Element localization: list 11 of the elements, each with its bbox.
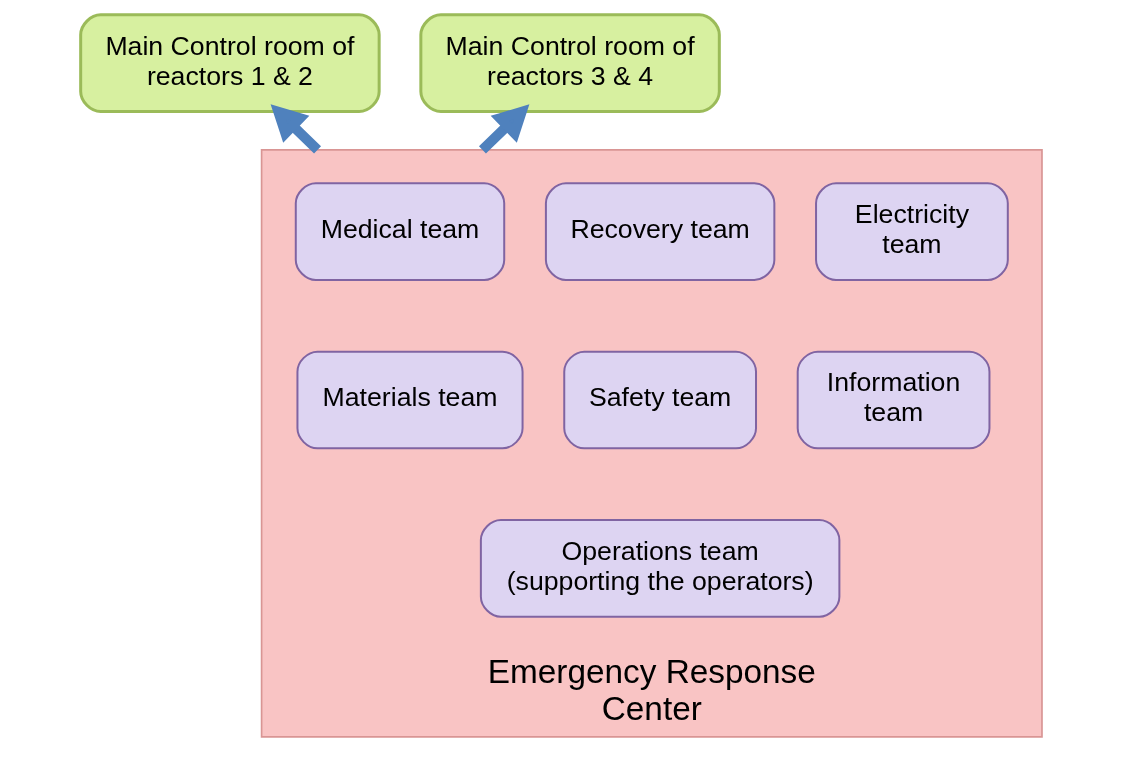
node-box: Medical team <box>294 182 506 281</box>
arrow <box>270 104 322 154</box>
arrow <box>478 104 530 154</box>
node-box: Materials team <box>296 350 524 450</box>
node-box: Electricity team <box>815 182 1009 281</box>
node-box: Main Control room of reactors 1 & 2 <box>79 13 381 114</box>
node-box: Information team <box>796 350 991 450</box>
node-box: Main Control room of reactors 3 & 4 <box>419 13 721 114</box>
node-box: Recovery team <box>544 182 776 281</box>
node-box: Operations team (supporting the operators) <box>479 519 841 618</box>
node-box: Safety team <box>563 350 757 450</box>
